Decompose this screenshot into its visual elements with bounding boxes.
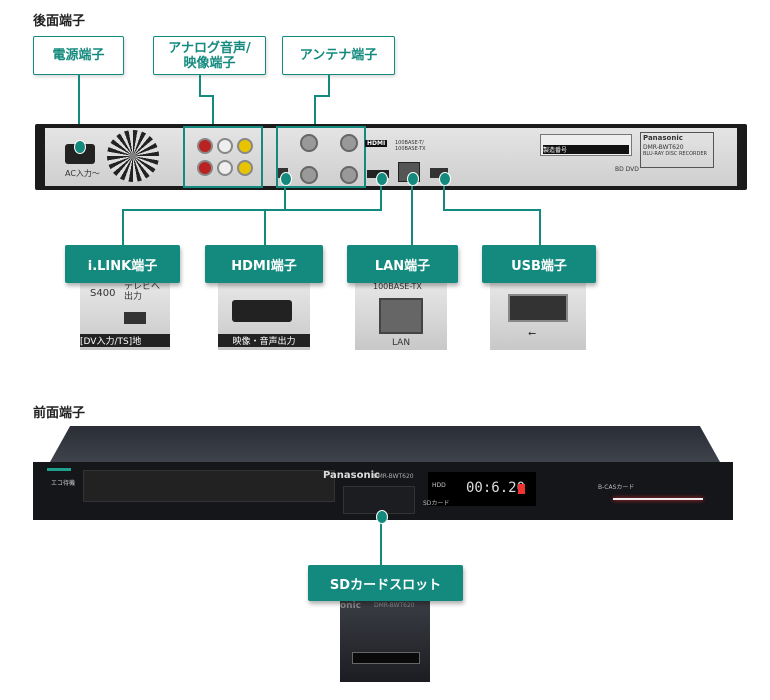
connector-line <box>314 95 330 97</box>
connector-line <box>199 74 201 96</box>
ac-label: AC入力〜 <box>65 169 100 178</box>
front-display: HDD 00:6.20 <box>428 472 536 506</box>
connector-line <box>314 95 316 124</box>
connector-line <box>212 95 214 124</box>
label-sd-slot: SDカードスロット <box>308 565 463 601</box>
serial-plate: 製造番号 <box>540 134 632 156</box>
sd-slot-closeup: onic DMR-BWT620 <box>340 600 430 682</box>
hdmi-closeup: 映像・音声出力 <box>218 280 310 350</box>
ilink-closeup: S400 テレビへ 出力 [DV入力/TS]地 <box>80 280 170 350</box>
connector-dot <box>407 172 419 186</box>
ac-inlet <box>65 144 95 164</box>
connector-line <box>199 95 213 97</box>
label-power: 電源端子 <box>33 36 124 75</box>
label-hdmi: HDMI端子 <box>205 245 323 283</box>
connector-dot <box>439 172 451 186</box>
model-plate: Panasonic DMR-BWT620 BLU-RAY DISC RECORD… <box>640 132 714 168</box>
sd-card-slot[interactable] <box>343 486 415 514</box>
front-heading: 前面端子 <box>33 406 86 421</box>
bd-dvd-label: BD DVD <box>615 166 639 173</box>
rear-heading: 後面端子 <box>33 14 86 29</box>
usb-icon: ⭠ <box>528 328 536 339</box>
connector-dot <box>74 140 86 154</box>
front-top-cover <box>50 426 720 462</box>
connector-line <box>328 74 330 96</box>
connector-line <box>78 74 80 146</box>
label-analog: アナログ音声/ 映像端子 <box>153 36 266 75</box>
label-antenna: アンテナ端子 <box>282 36 395 75</box>
disc-tray <box>83 470 335 502</box>
lan-label: 100BASE-T/ 100BASE-TX <box>395 140 426 152</box>
usb-closeup: ⭠ <box>490 280 586 350</box>
hdmi-logo: HDMI <box>365 140 388 147</box>
connector-dot <box>376 172 388 186</box>
label-usb: USB端子 <box>482 245 596 283</box>
antenna-ports <box>276 126 366 188</box>
usb-port <box>430 168 448 178</box>
lan-closeup: 100BASE-TX LAN <box>355 280 447 350</box>
connector-dot <box>280 172 292 186</box>
bcas-slot[interactable] <box>613 498 703 500</box>
analog-av-ports <box>183 126 263 188</box>
connector-dot <box>376 510 388 524</box>
label-lan: LAN端子 <box>347 245 458 283</box>
rear-panel: AC入力〜 HDMI 100BASE-T/ 100BASE-TX 製造番号 Pa… <box>35 124 747 190</box>
label-ilink: i.LINK端子 <box>65 245 180 283</box>
fan-icon <box>107 130 159 182</box>
